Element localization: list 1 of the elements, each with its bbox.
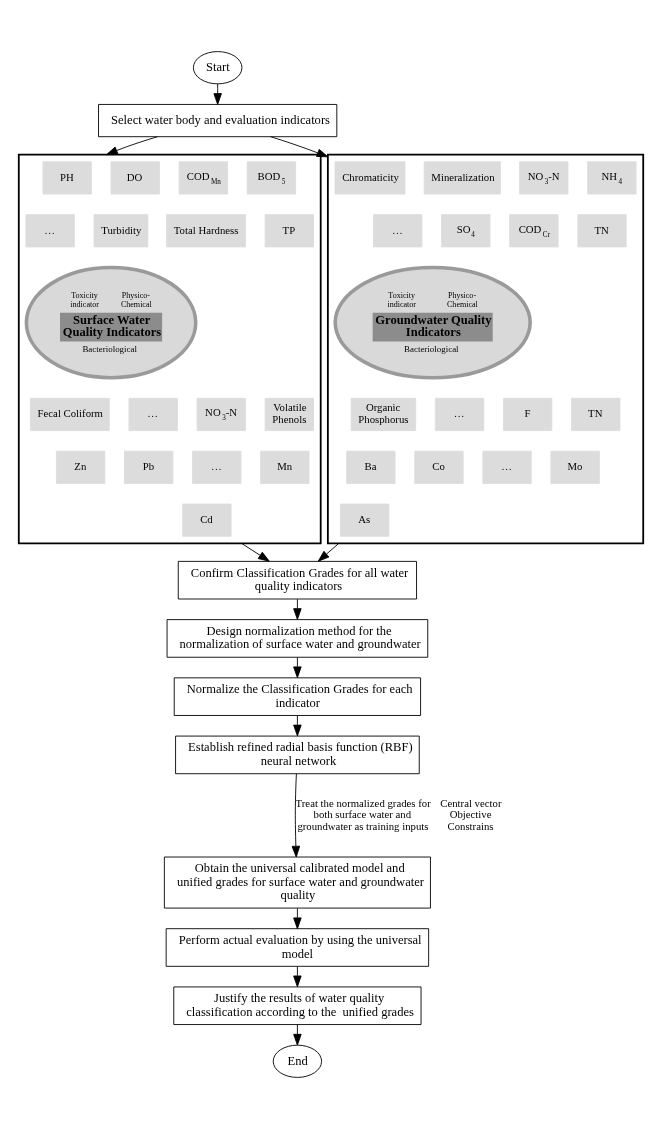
label: Central vector Objective Constrains [440, 796, 502, 832]
